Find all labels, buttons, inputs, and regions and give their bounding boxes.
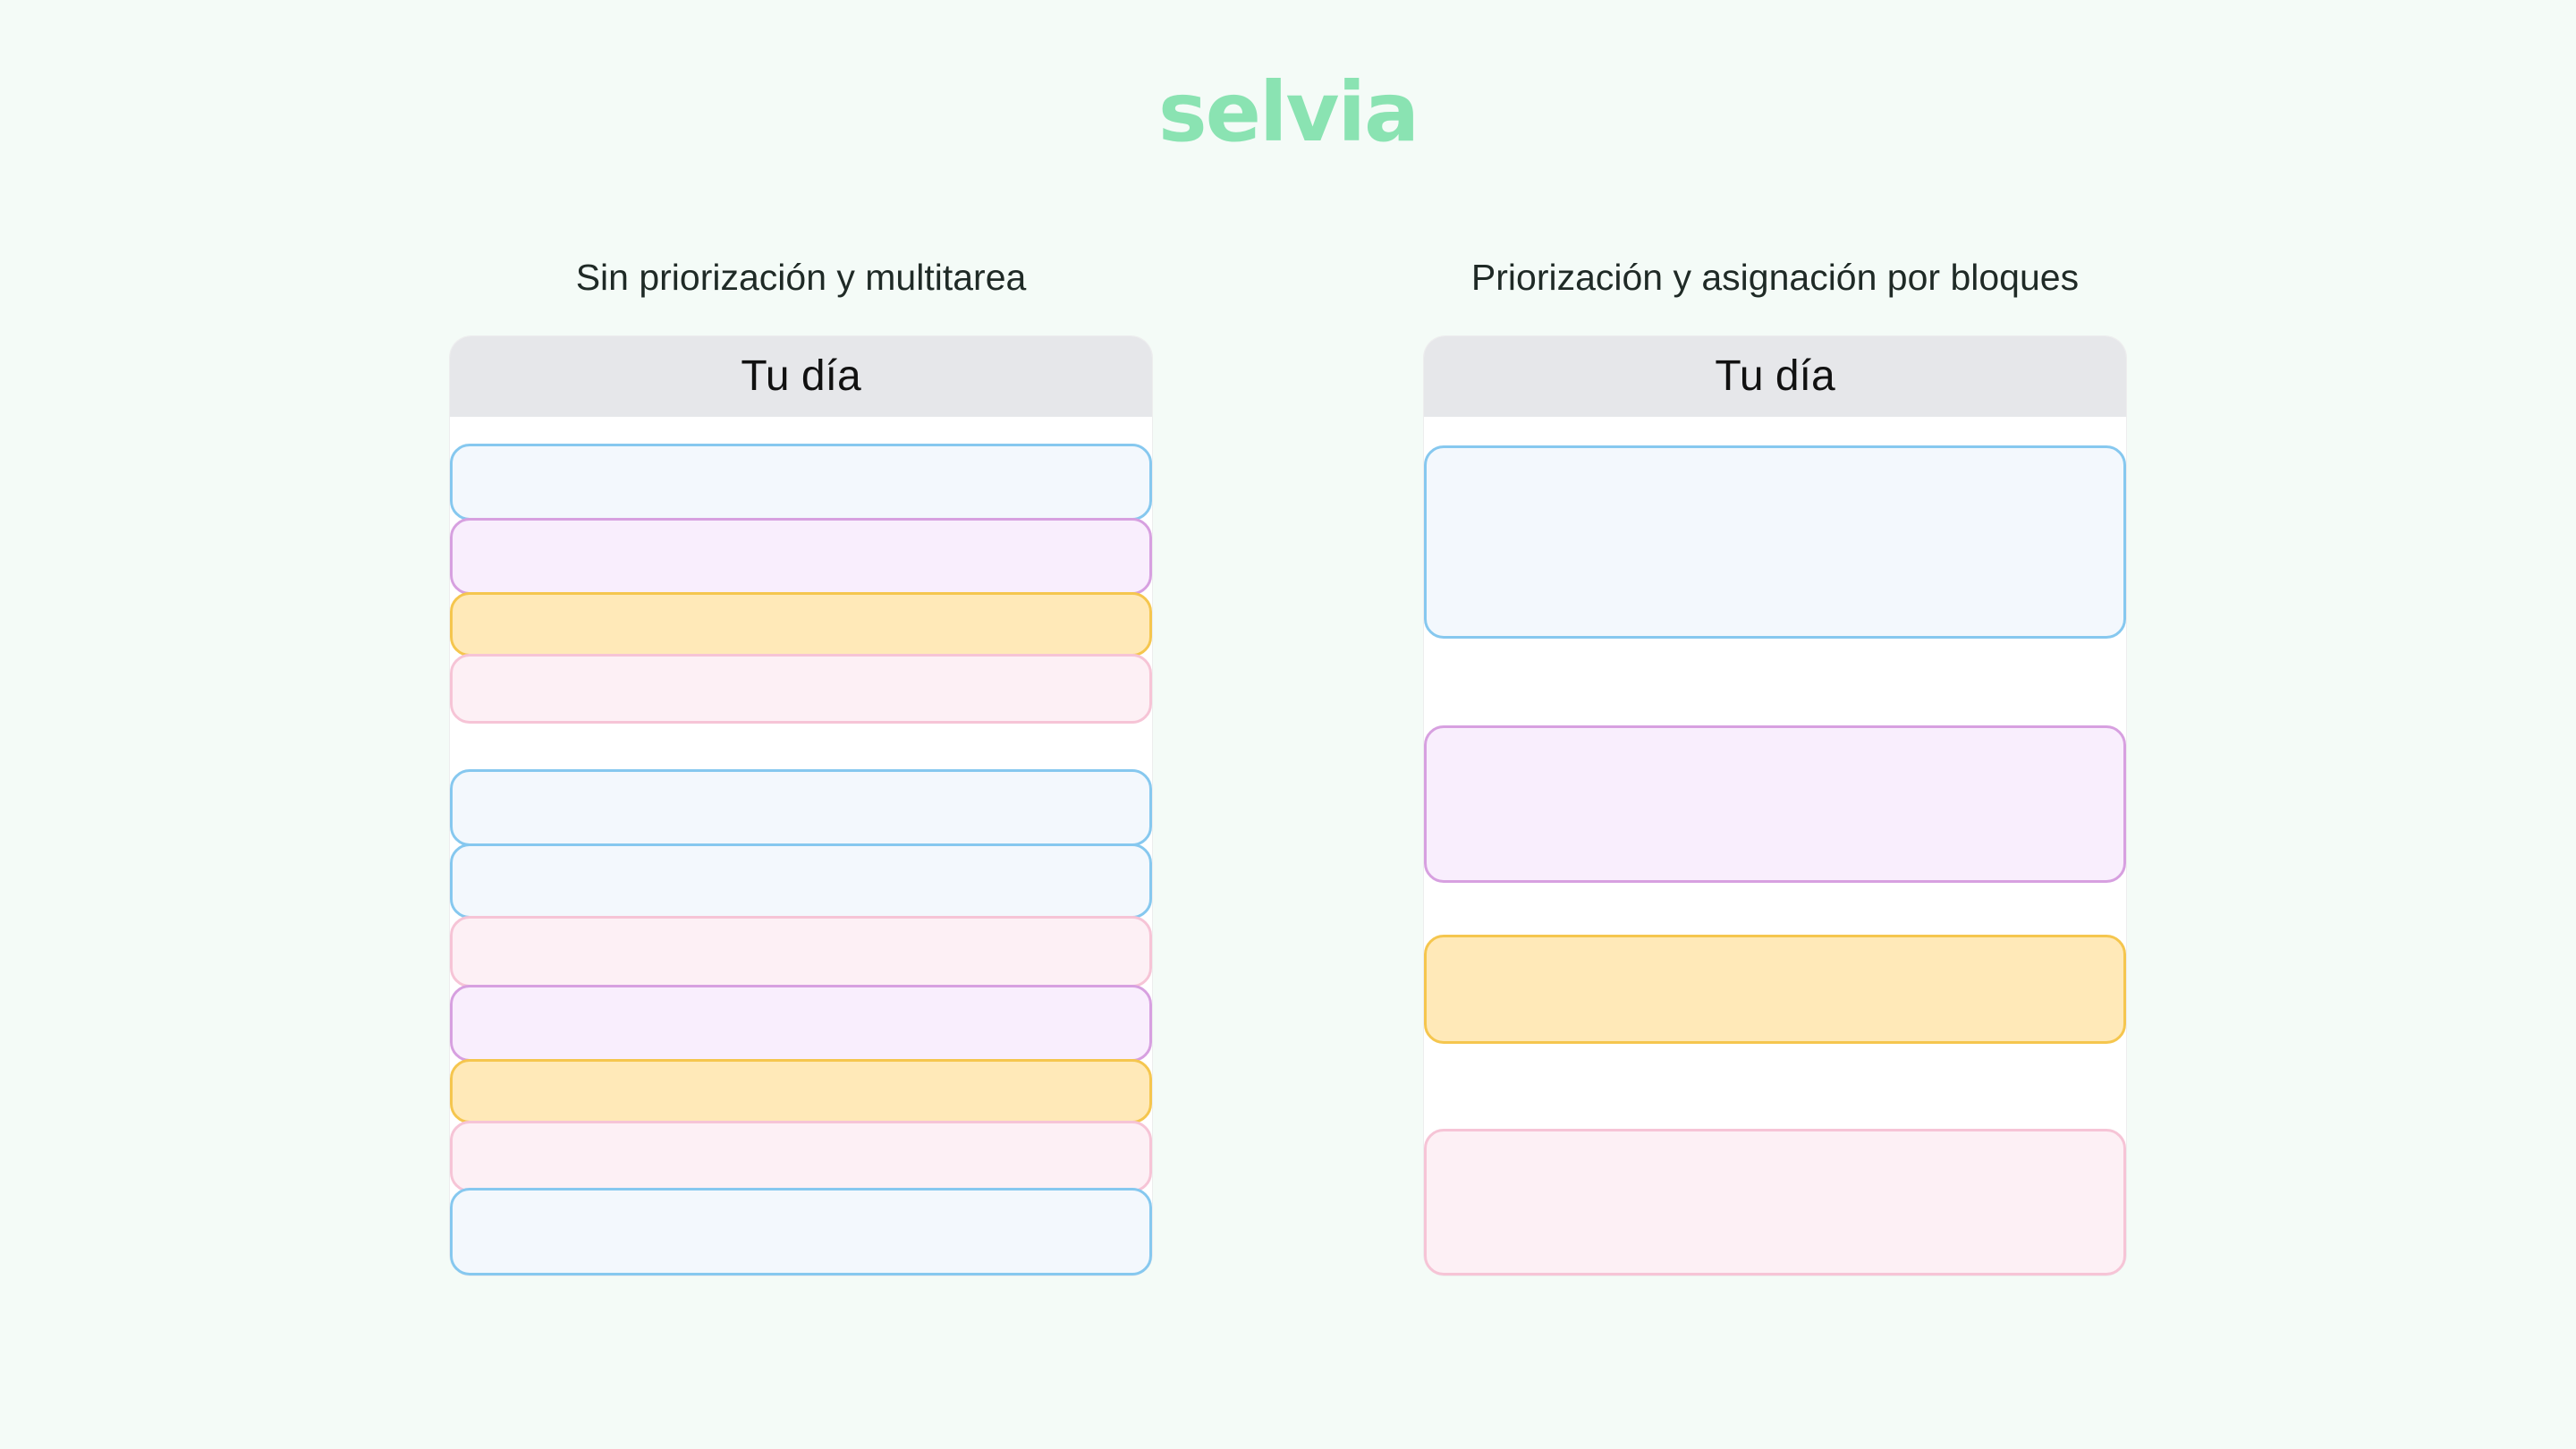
right-day-card: Tu día <box>1424 336 2126 1275</box>
task-block-yellow <box>450 1059 1152 1123</box>
selvia-logo: selvia <box>1158 64 1419 160</box>
task-block-blue <box>450 1188 1152 1275</box>
task-block-yellow <box>1424 935 2126 1044</box>
task-block-blue <box>450 769 1152 846</box>
task-block-purple <box>450 985 1152 1062</box>
task-block-blue <box>1424 445 2126 639</box>
svg-text:selvia: selvia <box>1158 64 1418 160</box>
task-block-purple <box>1424 725 2126 883</box>
task-block-blue <box>450 843 1152 919</box>
task-block-pink <box>1424 1129 2126 1275</box>
task-block-purple <box>450 518 1152 595</box>
task-block-blue <box>450 444 1152 521</box>
task-block-pink <box>450 654 1152 724</box>
right-column-title: Priorización y asignación por bloques <box>1470 257 2080 298</box>
left-column-title: Sin priorización y multitarea <box>575 257 1027 298</box>
left-day-header: Tu día <box>450 336 1152 417</box>
task-block-yellow <box>450 592 1152 657</box>
left-day-card: Tu día <box>450 336 1152 1275</box>
right-day-header: Tu día <box>1424 336 2126 417</box>
task-block-pink <box>450 1121 1152 1192</box>
task-block-pink <box>450 916 1152 987</box>
